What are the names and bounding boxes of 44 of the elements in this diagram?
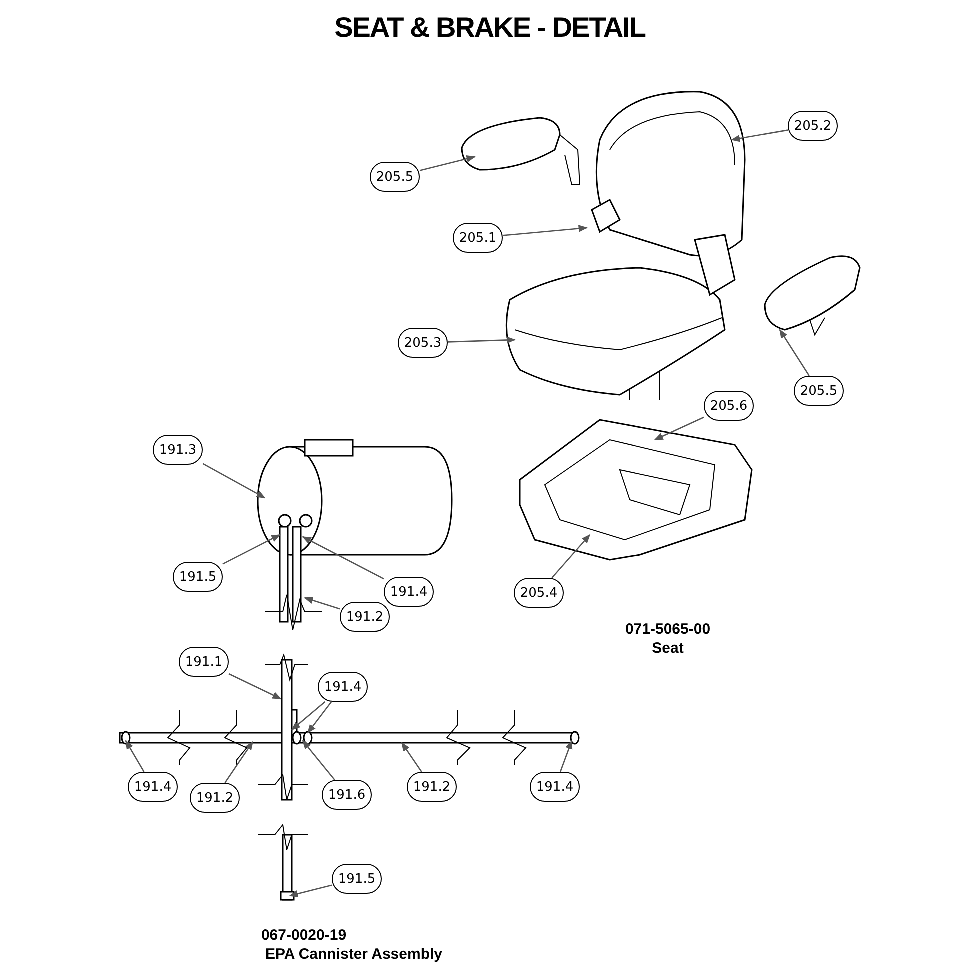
leader-line: [401, 742, 422, 772]
callout-number: 205.3: [398, 328, 448, 358]
callout-number: 191.4: [318, 672, 368, 702]
leader-line: [560, 740, 573, 772]
leader-line: [302, 536, 384, 580]
leader-line: [420, 155, 476, 172]
callout-number: 205.5: [370, 162, 420, 192]
callout-number: 205.4: [514, 578, 564, 608]
leader-line: [307, 702, 332, 734]
part-number: 067-0020-19: [261, 927, 347, 944]
leader-line: [289, 884, 332, 898]
leader-line: [224, 741, 254, 784]
callout-number: 191.1: [179, 647, 229, 677]
callout-number: 191.4: [530, 772, 580, 802]
callout-number: 191.6: [322, 780, 372, 810]
callout-number: 191.3: [153, 435, 203, 465]
leader-line: [302, 740, 336, 780]
callout-number: 191.5: [332, 864, 382, 894]
leader-line: [448, 336, 516, 344]
callout-number: 191.4: [384, 577, 434, 607]
leader-line: [228, 673, 282, 700]
callout-number: 205.1: [453, 223, 503, 253]
callout-number: 191.2: [407, 772, 457, 802]
callout-number: 205.2: [788, 111, 838, 141]
callout-number: 205.5: [794, 376, 844, 406]
leader-line: [222, 534, 281, 565]
callout-number: 205.6: [704, 391, 754, 421]
leader-line: [291, 702, 326, 731]
leader-line: [552, 534, 591, 578]
leader-line: [502, 225, 588, 236]
assembly-name: EPA Cannister Assembly: [266, 946, 442, 963]
leader-line: [202, 463, 266, 499]
assembly-name: Seat: [652, 640, 684, 657]
leader-line: [779, 329, 810, 376]
callout-number: 191.4: [128, 772, 178, 802]
callout-number: 191.2: [190, 783, 240, 813]
title: SEAT & BRAKE - DETAIL: [334, 12, 647, 44]
leader-line: [654, 416, 704, 441]
leader-line: [304, 597, 340, 610]
part-number: 071-5065-00: [625, 621, 711, 638]
callout-number: 191.2: [340, 602, 390, 632]
callout-number: 191.5: [173, 562, 223, 592]
leader-line: [731, 130, 788, 142]
leader-line: [125, 740, 145, 772]
